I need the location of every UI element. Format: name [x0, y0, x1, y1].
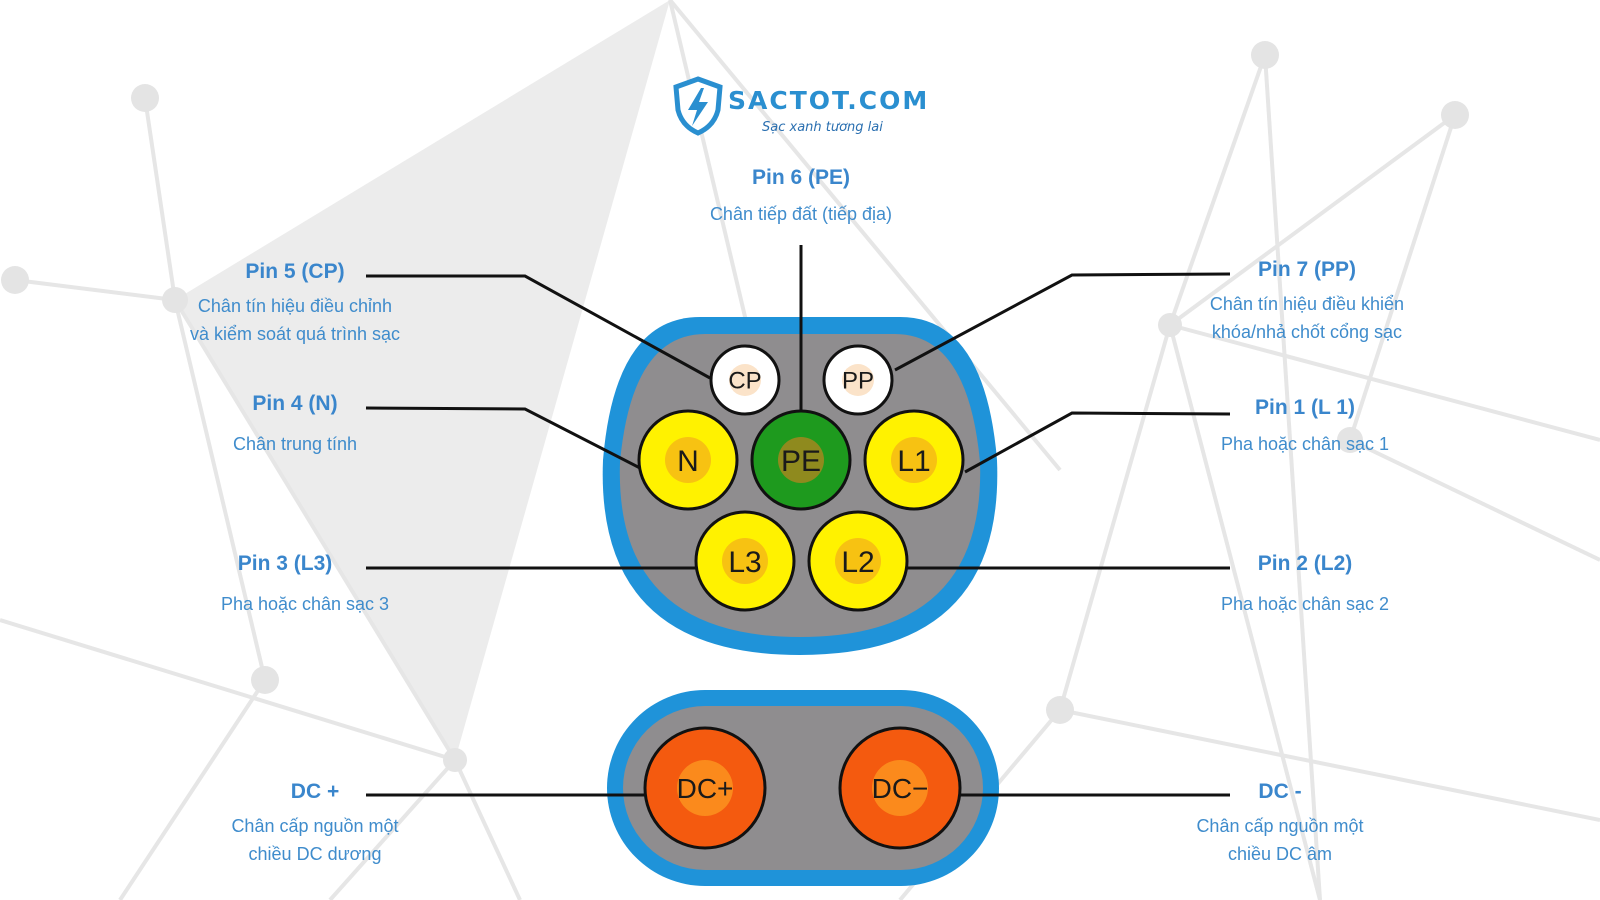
label-n-title: Pin 4 (N)	[252, 392, 338, 415]
label-pp-title: Pin 7 (PP)	[1257, 258, 1357, 281]
pin-l3-core	[722, 538, 768, 584]
label-l1-desc: Pha hoặc chân sạc 1	[1220, 434, 1390, 454]
leader-line-l1	[964, 411, 1231, 474]
label-cp-desc: Chân tín hiệu điều chỉnh và kiểm soát qu…	[189, 296, 401, 344]
pin-n-label: N	[677, 445, 699, 478]
pin-pp-core	[842, 364, 874, 396]
label-pp-desc: Chân tín hiệu điều khiển khóa/nhả chốt c…	[1209, 294, 1405, 342]
label-l2-title: Pin 2 (L2)	[1257, 552, 1353, 575]
pin-cp-label: CP	[728, 368, 761, 395]
pin-l1-label: L1	[897, 445, 930, 478]
pin-l2: L2	[807, 510, 909, 612]
pin-cp-core	[729, 364, 761, 396]
pin-l2-core	[835, 538, 881, 584]
pin-pp: PP	[822, 344, 894, 416]
pin-dcminus: DC−	[838, 726, 962, 850]
pin-l3: L3	[694, 510, 796, 612]
label-l2-desc: Pha hoặc chân sạc 2	[1220, 594, 1390, 614]
pin-dcplus-label: DC+	[677, 773, 734, 804]
pin-dcminus-core	[872, 760, 928, 816]
label-l1-title: Pin 1 (L 1)	[1255, 396, 1355, 419]
label-l1: Pin 1 (L 1) Pha hoặc chân sạc 1	[1180, 396, 1430, 458]
brand-name: SACTOT.COM	[728, 86, 930, 115]
pin-l2-label: L2	[841, 546, 874, 579]
pin-dcminus-label: DC−	[872, 773, 929, 804]
label-l3-desc: Pha hoặc chân sạc 3	[220, 594, 390, 614]
pin-l3-label: L3	[728, 546, 761, 579]
pin-pe: PE	[750, 409, 852, 511]
label-dcminus: DC - Chân cấp nguồn một chiều DC âm	[1165, 780, 1395, 868]
pin-pe-label: PE	[781, 445, 821, 478]
shield-bolt-icon	[673, 76, 723, 136]
label-l2: Pin 2 (L2) Pha hoặc chân sạc 2	[1180, 552, 1430, 618]
label-cp: Pin 5 (CP) Chân tín hiệu điều chỉnh và k…	[160, 260, 430, 348]
label-dcplus-title: DC +	[290, 780, 340, 803]
pin-n-core	[665, 437, 711, 483]
label-n: Pin 4 (N) Chân trung tính	[180, 392, 410, 458]
label-dcplus: DC + Chân cấp nguồn một chiều DC dương	[200, 780, 430, 868]
pin-dcplus: DC+	[643, 726, 767, 850]
pin-pe-core	[778, 437, 824, 483]
label-dcminus-desc: Chân cấp nguồn một chiều DC âm	[1196, 816, 1364, 864]
leader-line-n	[365, 406, 641, 470]
label-dcplus-desc: Chân cấp nguồn một chiều DC dương	[231, 816, 399, 864]
label-l3-title: Pin 3 (L3)	[237, 552, 333, 575]
pin-l1-core	[891, 437, 937, 483]
label-pe-title: Pin 6 (PE)	[751, 166, 851, 189]
label-pp: Pin 7 (PP) Chân tín hiệu điều khiển khóa…	[1172, 258, 1442, 346]
brand-logo: SACTOT.COM Sạc xanh tương lai	[670, 76, 950, 146]
leader-line-pp	[894, 272, 1231, 372]
label-n-desc: Chân trung tính	[232, 434, 358, 454]
pin-pp-label: PP	[842, 368, 874, 395]
pin-cp: CP	[709, 344, 781, 416]
label-cp-title: Pin 5 (CP)	[245, 260, 345, 283]
leader-line-cp	[366, 274, 711, 380]
pin-n: N	[637, 409, 739, 511]
pin-l1: L1	[863, 409, 965, 511]
label-pe: Pin 6 (PE) Chân tiếp đất (tiếp địa)	[660, 166, 942, 228]
label-l3: Pin 3 (L3) Pha hoặc chân sạc 3	[180, 552, 430, 618]
label-dcminus-title: DC -	[1258, 780, 1302, 803]
label-pe-desc: Chân tiếp đất (tiếp địa)	[709, 204, 893, 224]
pin-dcplus-core	[677, 760, 733, 816]
brand-tagline: Sạc xanh tương lai	[762, 120, 883, 135]
leader-lines	[365, 245, 1231, 797]
